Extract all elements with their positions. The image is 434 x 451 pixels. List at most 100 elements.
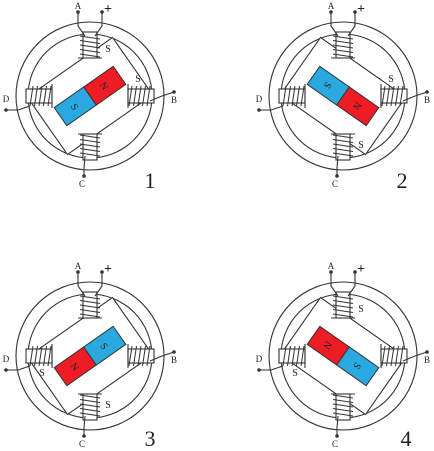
stator-pole-right: [127, 344, 155, 368]
step-number-4: 4: [401, 426, 412, 451]
terminal-a-label: A: [75, 261, 82, 271]
coil-winding: [332, 44, 354, 49]
coil-winding: [332, 304, 354, 309]
magnet-right-half: [335, 86, 380, 127]
rotor: SN: [279, 36, 407, 156]
coil-winding: [291, 345, 296, 367]
lead-a: [330, 12, 339, 37]
terminal-d-label: D: [3, 94, 10, 104]
terminal-plus-dot: [100, 10, 104, 14]
stator-pole-right: [380, 84, 408, 108]
coil-winding: [296, 345, 300, 367]
terminal-plus-label: +: [357, 262, 365, 277]
terminal-c-dot: [82, 434, 86, 438]
pole-label-right: S: [388, 74, 394, 85]
terminal-b-dot: [425, 350, 429, 354]
lead-b: [402, 91, 428, 102]
coil-winding: [332, 152, 354, 157]
coil-winding: [29, 85, 34, 107]
coil-winding: [296, 85, 300, 107]
terminal-a-dot: [76, 270, 80, 274]
magnet-left-label: S: [68, 102, 80, 113]
coil-winding: [79, 408, 101, 412]
step-number-2: 2: [397, 168, 408, 193]
coil-winding: [399, 345, 404, 367]
coil-winding: [34, 345, 38, 367]
stator-pole-top: [331, 31, 355, 59]
coil-winding: [79, 49, 101, 53]
coil-winding: [332, 313, 354, 318]
coil-winding: [332, 148, 354, 152]
terminal-c-label: C: [332, 439, 338, 449]
stator-pole-right: [380, 344, 408, 368]
terminal-c-dot: [82, 174, 86, 178]
terminal-b-label: B: [424, 95, 430, 105]
lead-b: [402, 351, 428, 362]
pole-core: [25, 348, 53, 364]
coil-winding: [332, 35, 354, 40]
lead-plus: [94, 272, 103, 297]
stator-pole-right: [127, 84, 155, 108]
coil-winding: [34, 85, 38, 107]
coil-winding: [381, 345, 386, 367]
coil-winding: [79, 44, 101, 49]
pole-label-right: S: [135, 74, 141, 85]
coil-winding: [332, 399, 354, 403]
stator-outer-ring: [15, 21, 165, 171]
coil-winding: [47, 85, 52, 107]
coil-winding: [79, 53, 101, 58]
terminal-c-dot: [335, 434, 339, 438]
coil-winding: [79, 399, 101, 403]
coil-winding: [38, 85, 43, 107]
pole-core: [278, 88, 306, 104]
stator-pole-top: [78, 31, 102, 59]
lead-c: [336, 155, 339, 176]
stator-pole-left: [278, 344, 306, 368]
stator-pole-left: [25, 84, 53, 108]
lead-c: [336, 415, 339, 436]
magnet-right-half: [335, 346, 380, 387]
terminal-d-dot: [4, 108, 8, 112]
terminal-c-label: C: [332, 179, 338, 189]
pole-core: [25, 88, 53, 104]
terminal-a-dot: [329, 10, 333, 14]
stator-pole-top: [331, 291, 355, 319]
coil-winding: [43, 85, 47, 107]
magnet-right-half: [82, 65, 127, 106]
terminal-a-dot: [76, 10, 80, 14]
terminal-plus-label: +: [357, 2, 365, 17]
coil-winding: [79, 313, 101, 318]
lead-a: [77, 272, 86, 297]
coil-winding: [142, 85, 146, 107]
coil-winding: [332, 53, 354, 58]
coil-winding: [332, 394, 354, 399]
terminal-b-label: B: [424, 355, 430, 365]
coil-winding: [146, 345, 151, 367]
coil-winding: [133, 345, 137, 367]
terminal-d-dot: [257, 368, 261, 372]
coil-winding: [395, 345, 399, 367]
terminal-plus-label: +: [104, 262, 112, 277]
coil-winding: [332, 143, 354, 148]
coil-winding: [79, 304, 101, 309]
coil-winding: [332, 139, 354, 143]
terminal-b-dot: [425, 90, 429, 94]
coil-winding: [79, 403, 101, 408]
terminal-plus-label: +: [104, 2, 112, 17]
coil-winding: [79, 139, 101, 143]
magnet-left-label: S: [321, 79, 333, 90]
coil-winding: [29, 345, 34, 367]
stator-pole-bottom: [331, 393, 355, 421]
pole-label-bottom: S: [358, 140, 364, 151]
stator-outer-ring: [268, 281, 418, 431]
pole-label-top: S: [105, 44, 111, 55]
coil-winding: [128, 85, 133, 107]
coil-winding: [43, 345, 47, 367]
terminal-a-label: A: [328, 1, 335, 11]
coil-winding: [332, 408, 354, 412]
stator-pole-bottom: [78, 393, 102, 421]
stator-pole-top: [78, 291, 102, 319]
